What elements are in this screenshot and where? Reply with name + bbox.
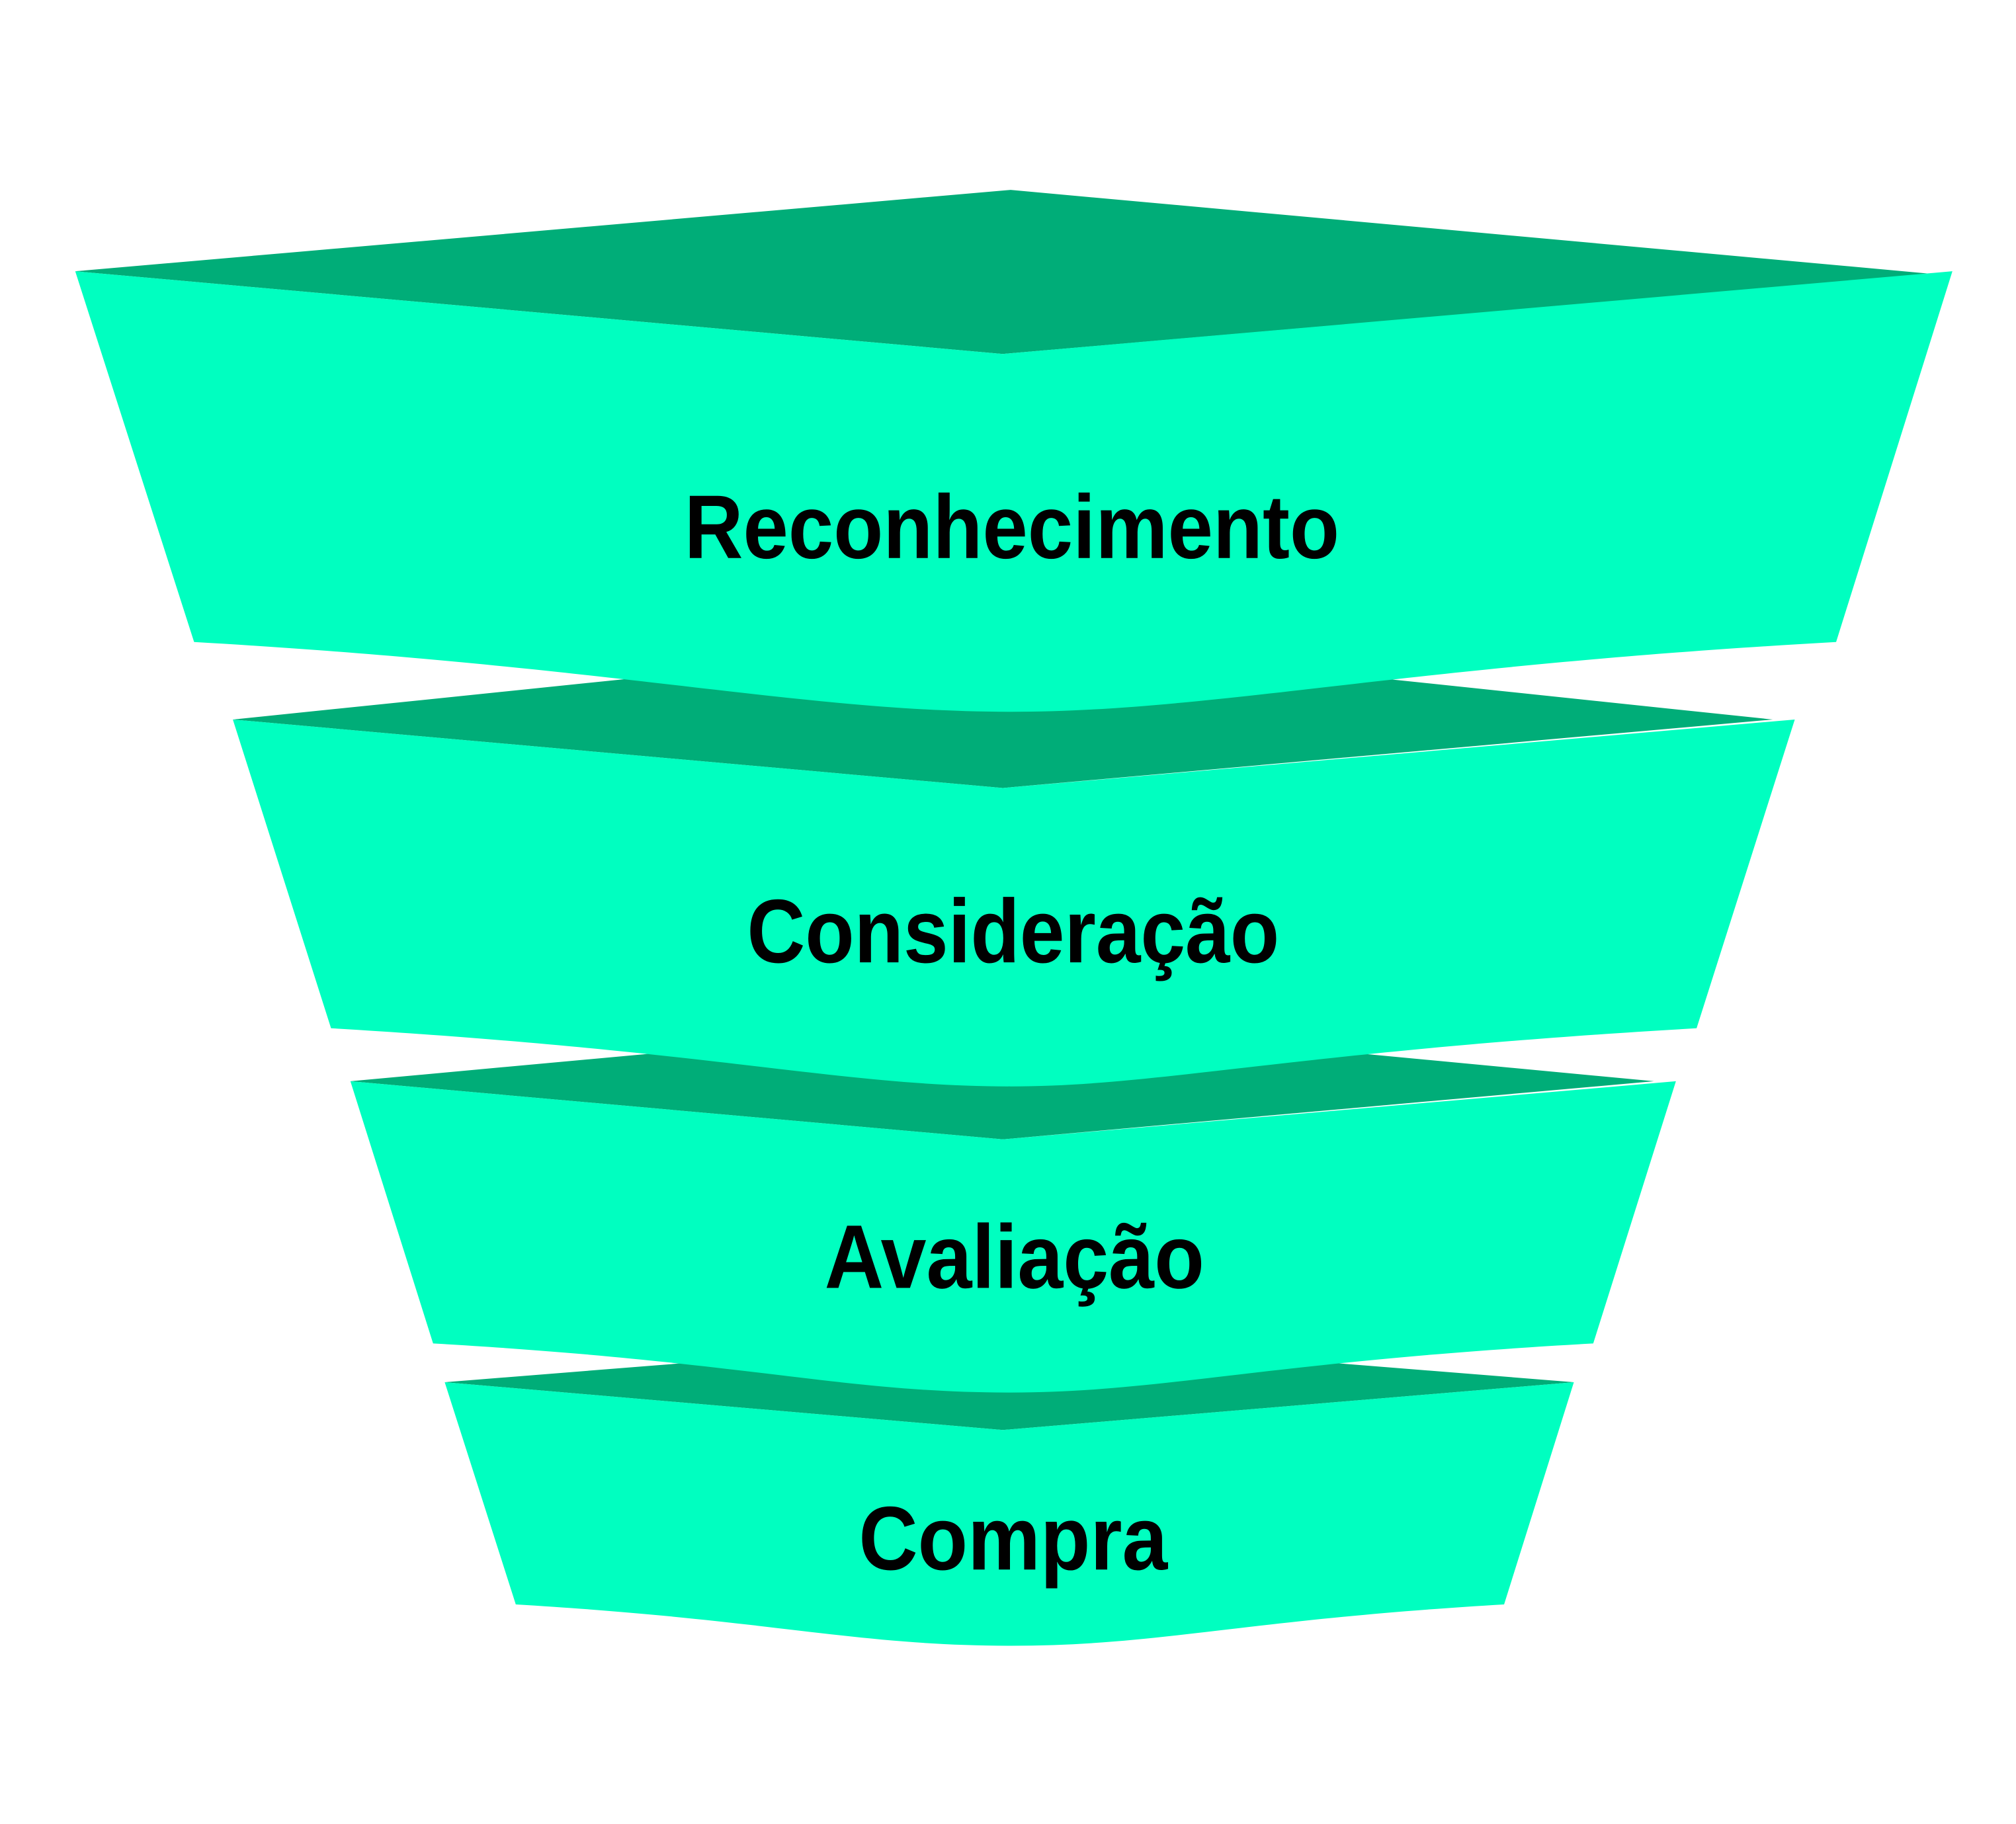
- stage-top-face: [233, 639, 1773, 788]
- stage-front-face: [444, 1382, 1574, 1646]
- funnel-stage-avaliacao: Avaliação: [350, 1020, 1676, 1393]
- stage-label: Reconhecimento: [685, 476, 1339, 577]
- stage-front-face: [350, 1081, 1676, 1393]
- stage-label: Consideração: [747, 880, 1279, 981]
- funnel-stage-consideracao: Consideração: [233, 639, 1795, 1087]
- stage-front-face: [233, 719, 1795, 1087]
- stage-top-face: [75, 190, 1932, 354]
- stage-label: Avaliação: [825, 1206, 1204, 1307]
- stage-label: Compra: [859, 1487, 1168, 1589]
- funnel-stage-reconhecimento: Reconhecimento: [75, 190, 1953, 712]
- stage-front-face: [75, 271, 1953, 712]
